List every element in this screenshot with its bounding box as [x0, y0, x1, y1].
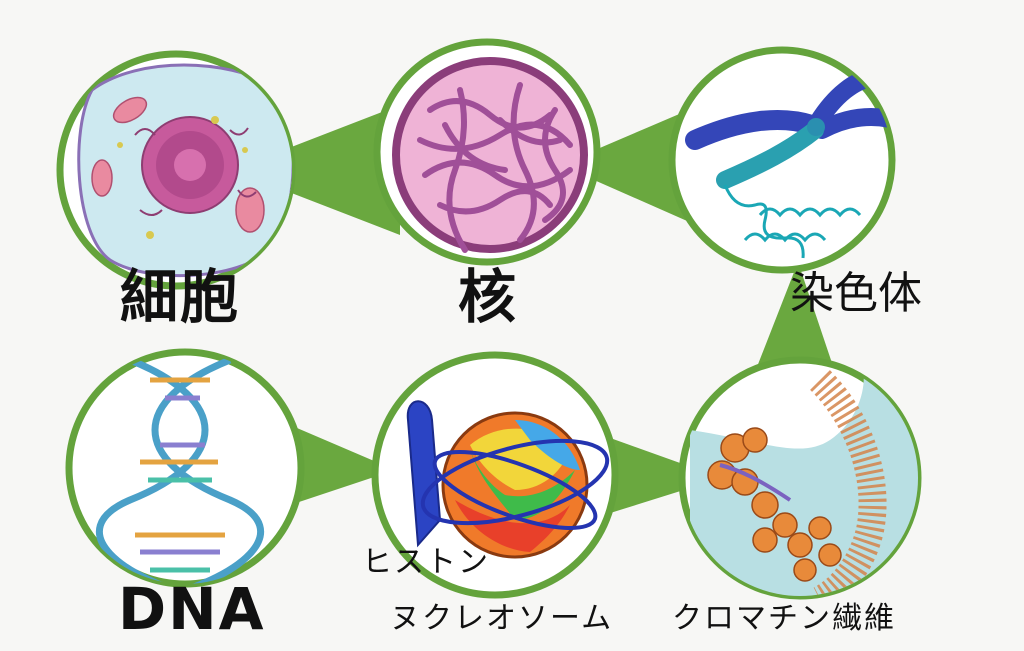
- label-cell: 細胞: [120, 263, 241, 331]
- nucleus-icon: [373, 38, 601, 266]
- label-chromosome: 染色体: [790, 268, 922, 319]
- arrows: [232, 100, 835, 520]
- chromatin-fiber-icon: [678, 356, 922, 600]
- animal-cell-icon: [56, 50, 296, 290]
- label-chromatin: クロマチン繊維: [672, 601, 896, 636]
- label-nucleus: 核: [458, 263, 519, 331]
- arrow-chromatin-to-chromosome: [755, 262, 835, 372]
- dna-helix-icon: [65, 348, 305, 588]
- arrow-dna-to-nucleosome: [290, 425, 395, 505]
- arrow-cell-to-nucleus: [232, 105, 400, 235]
- arrow-nucleosome-to-chromatin: [588, 430, 722, 520]
- chromosome-icon: [668, 46, 896, 274]
- label-dna: DNA: [118, 575, 266, 643]
- label-histone: ヒストン: [362, 545, 490, 580]
- label-nucleosome: ヌクレオソーム: [390, 601, 614, 636]
- nucleosome-icon: [371, 351, 619, 599]
